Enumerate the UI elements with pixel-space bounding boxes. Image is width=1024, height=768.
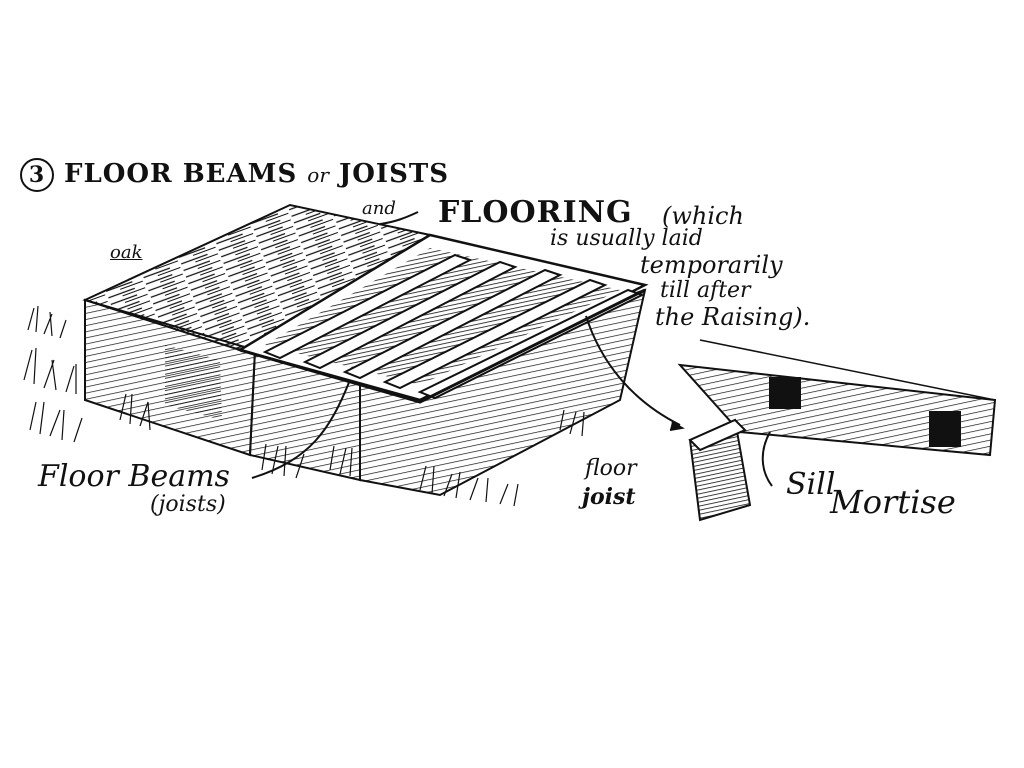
detail-edge xyxy=(699,339,996,401)
heading-part2: JOISTS xyxy=(338,159,449,189)
flooring-note-2: is usually laid xyxy=(550,226,703,251)
leader-lines xyxy=(251,211,773,487)
label-joists-paren: (joists) xyxy=(150,492,226,517)
flooring-note-5: the Raising). xyxy=(655,303,811,331)
label-flooring: FLOORING xyxy=(438,195,633,230)
flooring-note-4: till after xyxy=(660,278,751,303)
label-sill: Sill xyxy=(786,467,836,502)
section-number-circle: 3 xyxy=(20,158,54,192)
label-oak: oak xyxy=(110,242,143,263)
label-floor-beams: Floor Beams xyxy=(38,459,230,494)
sill-detail xyxy=(677,363,997,522)
label-mortise: Mortise xyxy=(830,483,956,521)
sill-rim xyxy=(239,288,646,404)
flooring-note-3: temporarily xyxy=(640,251,783,279)
label-joist: joist xyxy=(582,484,636,510)
flooring-note-1: (which xyxy=(662,202,744,230)
label-and: and xyxy=(362,198,396,219)
heading-or: or xyxy=(307,163,329,187)
heading-part1: FLOOR BEAMS xyxy=(64,159,298,189)
heading: 3 FLOOR BEAMS or JOISTS xyxy=(20,158,449,192)
label-floor: floor xyxy=(585,456,637,481)
shadow-block xyxy=(165,345,222,420)
